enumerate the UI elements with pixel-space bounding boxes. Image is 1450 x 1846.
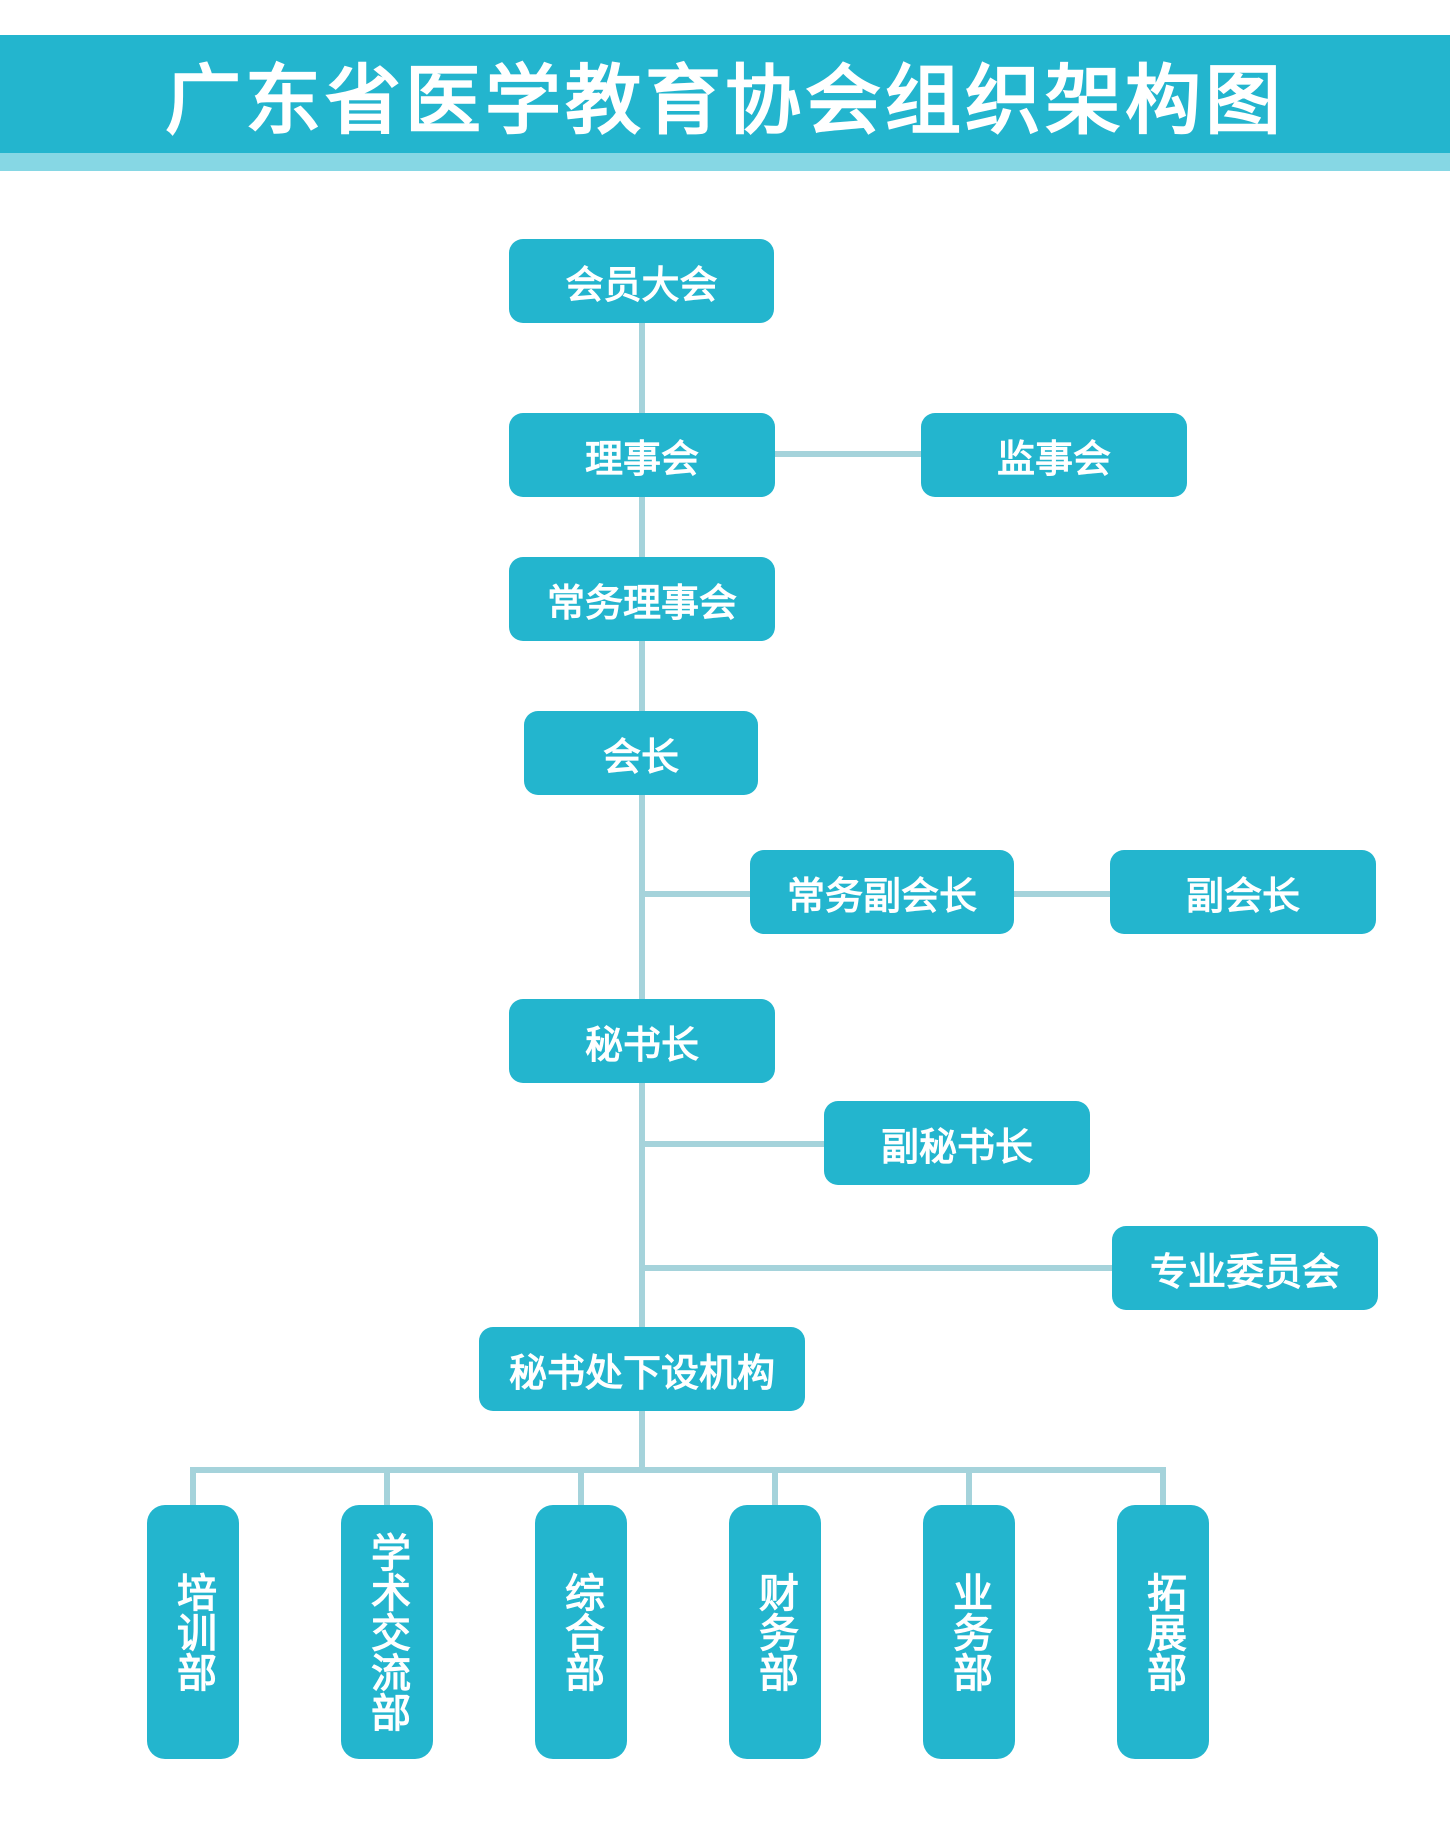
dept-training: 培训部 (147, 1505, 239, 1759)
connector-to-committees (642, 1265, 1112, 1271)
node-secretary-general: 秘书长 (509, 999, 775, 1083)
connector-assembly-council (639, 323, 645, 413)
dept-academic-exchange: 学术交流部 (341, 1505, 433, 1759)
drop-dept-6 (1160, 1467, 1166, 1505)
connector-council-standing (639, 497, 645, 557)
connector-bodies-bus (639, 1411, 645, 1471)
connector-executive-vp-vp (1014, 891, 1110, 897)
drop-dept-1 (190, 1467, 196, 1505)
connector-council-supervisory (775, 451, 921, 457)
node-council: 理事会 (509, 413, 775, 497)
connector-to-deputy-secretary (642, 1141, 824, 1147)
departments-bus (190, 1467, 1166, 1473)
drop-dept-4 (772, 1467, 778, 1505)
node-secretariat-bodies: 秘书处下设机构 (479, 1327, 805, 1411)
node-vice-president: 副会长 (1110, 850, 1376, 934)
node-executive-vice-president: 常务副会长 (750, 850, 1014, 934)
connector-to-executive-vp (642, 891, 750, 897)
page-title: 广东省医学教育协会组织架构图 (165, 56, 1285, 145)
dept-finance: 财务部 (729, 1505, 821, 1759)
title-stripe (0, 153, 1450, 171)
node-deputy-secretary-general: 副秘书长 (824, 1101, 1090, 1185)
node-standing-council: 常务理事会 (509, 557, 775, 641)
drop-dept-2 (384, 1467, 390, 1505)
dept-expansion: 拓展部 (1117, 1505, 1209, 1759)
node-president: 会长 (524, 711, 758, 795)
node-supervisory-board: 监事会 (921, 413, 1187, 497)
drop-dept-3 (578, 1467, 584, 1505)
drop-dept-5 (966, 1467, 972, 1505)
dept-business: 业务部 (923, 1505, 1015, 1759)
node-general-assembly: 会员大会 (509, 239, 774, 323)
title-bar: 广东省医学教育协会组织架构图 (0, 35, 1450, 153)
connector-standing-president (639, 641, 645, 711)
connector-secretary-bodies (639, 1083, 645, 1327)
dept-general-affairs: 综合部 (535, 1505, 627, 1759)
node-specialized-committees: 专业委员会 (1112, 1226, 1378, 1310)
connector-president-secretary (639, 795, 645, 999)
